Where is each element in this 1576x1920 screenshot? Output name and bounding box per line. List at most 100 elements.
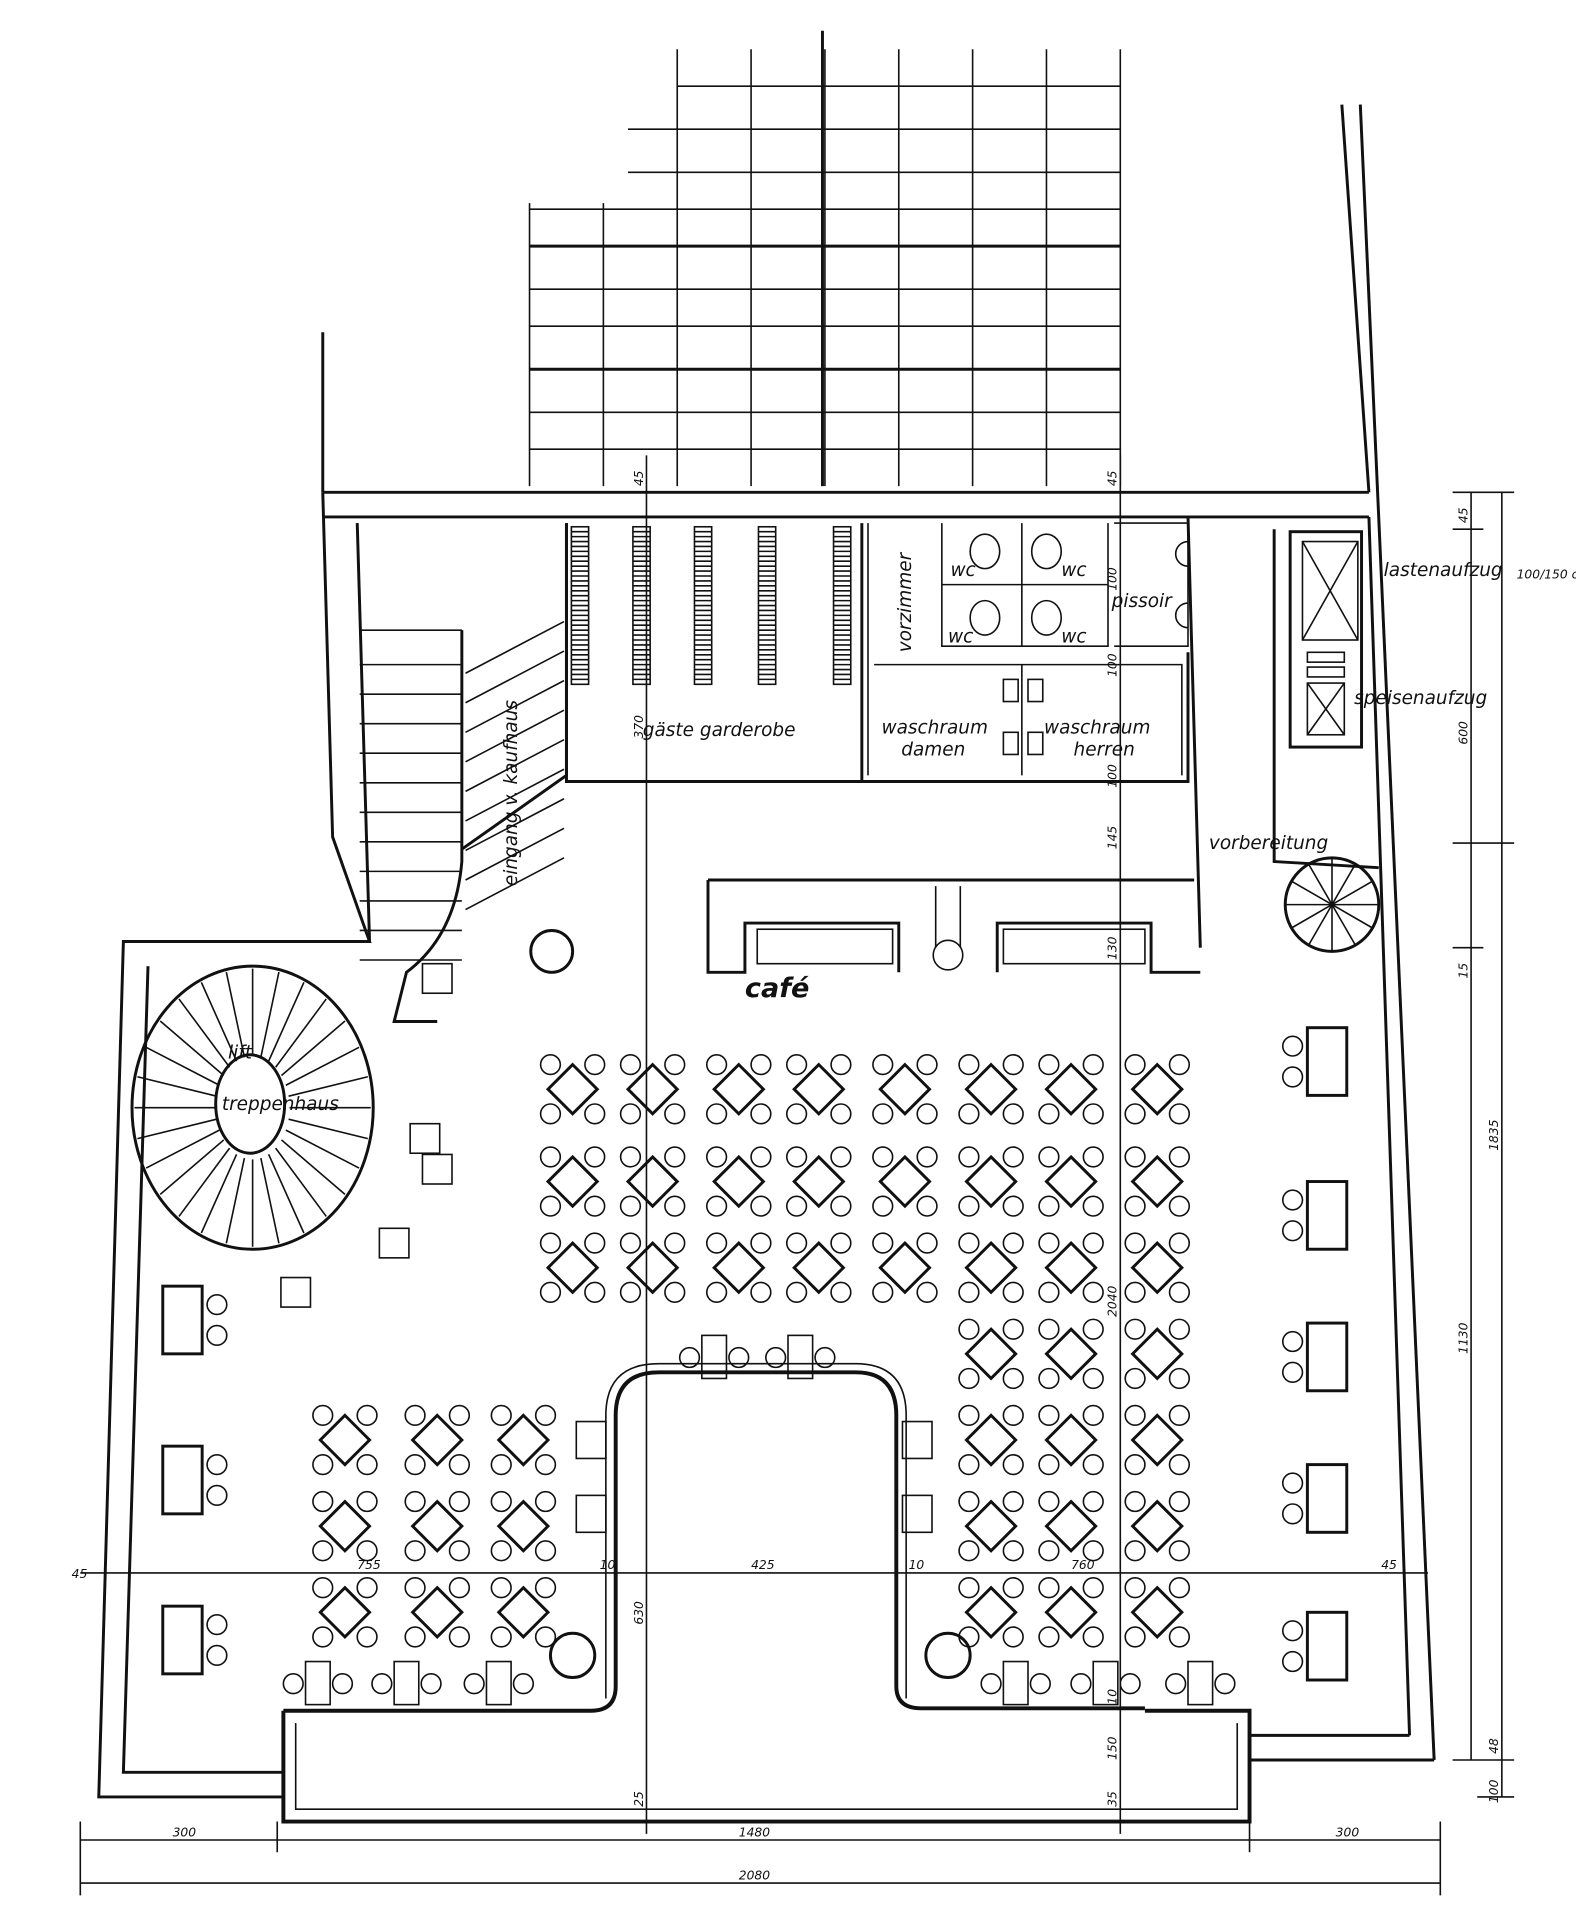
table [1130,1413,1184,1467]
chair [785,1195,808,1217]
chair [1124,1053,1146,1076]
chair [1168,1146,1191,1168]
chair [584,1053,606,1076]
chair [1168,1195,1191,1217]
chair [534,1577,557,1599]
goods-lift-size: 100/150 cm [1517,567,1576,581]
stair-step [288,1075,368,1097]
stair-step [145,1046,220,1086]
chair [420,1673,442,1695]
stair-step [1291,903,1333,929]
chair [206,1613,228,1636]
stair-step [260,971,280,1058]
chair [1038,1367,1060,1390]
stairwell-label: treppenhaus [222,1094,339,1115]
booth-table [1305,1180,1349,1251]
table [410,1499,464,1553]
chair [1082,1146,1104,1168]
service-spiral-stair [1283,856,1381,953]
booth-table [1305,1026,1349,1097]
stair-step [274,998,327,1068]
table [318,1413,372,1467]
chair [1281,1650,1304,1673]
chair [356,1490,378,1513]
stair-step [1331,903,1373,929]
chair [356,1577,378,1599]
bench [393,1660,420,1706]
chair [1038,1318,1060,1340]
bench [787,1334,814,1380]
chair [448,1490,471,1513]
chair [1038,1540,1060,1562]
cloak-racks [570,525,852,686]
table [1130,1154,1184,1209]
chair [814,1346,836,1369]
chair [312,1577,334,1599]
chair [1124,1490,1146,1513]
dim: 100 [1106,653,1120,677]
chair [404,1577,426,1599]
cafe-tables [161,962,1349,1706]
chair [490,1577,512,1599]
table [410,1585,464,1640]
skylight-grid [528,30,1122,487]
chair [1281,1189,1304,1211]
chair [619,1232,642,1254]
dim: 1480 [739,1825,770,1839]
table [1044,1240,1098,1295]
chair [404,1626,426,1648]
table [1130,1062,1184,1116]
stair-step [178,998,231,1068]
chair [1082,1626,1104,1648]
chair [584,1195,606,1217]
chair [1168,1367,1191,1390]
chair [830,1281,852,1303]
dimension-lines [79,455,1515,1896]
table [545,1154,600,1209]
chair [539,1053,562,1076]
chair [1082,1404,1104,1427]
stair-step [159,1020,225,1077]
chair [750,1103,772,1125]
chair [705,1281,728,1303]
chair [1082,1318,1104,1340]
chair [404,1490,426,1513]
chair [1168,1404,1191,1427]
small-table [421,1153,453,1185]
dim: 45 [1381,1558,1397,1572]
chair [490,1626,512,1648]
chair [785,1281,808,1303]
chair [1168,1540,1191,1562]
chair [448,1540,471,1562]
booth-table [161,1284,204,1356]
chair [584,1281,606,1303]
chair [664,1281,686,1303]
chair [1082,1453,1104,1476]
chair [1029,1673,1051,1695]
dim: 130 [1106,936,1120,960]
table [318,1499,372,1553]
chair [490,1453,512,1476]
dim: 150 [1106,1736,1120,1760]
lift-shafts [1288,530,1364,749]
chair [206,1324,228,1347]
chair [750,1146,772,1168]
chair [1002,1404,1024,1427]
stair-step [285,1129,360,1169]
chair [958,1318,980,1340]
chair [916,1232,938,1254]
dim: 2080 [739,1868,770,1882]
chair [750,1232,772,1254]
stair-step [1331,880,1373,906]
stair-step [267,982,305,1062]
bench [701,1334,728,1380]
table [1044,1585,1098,1640]
table [1044,1327,1098,1381]
table [625,1240,680,1295]
chair [765,1346,787,1369]
dim: 100 [1106,567,1120,591]
chair [830,1232,852,1254]
chair [872,1281,894,1303]
stair-step [465,827,565,881]
chair [539,1146,562,1168]
